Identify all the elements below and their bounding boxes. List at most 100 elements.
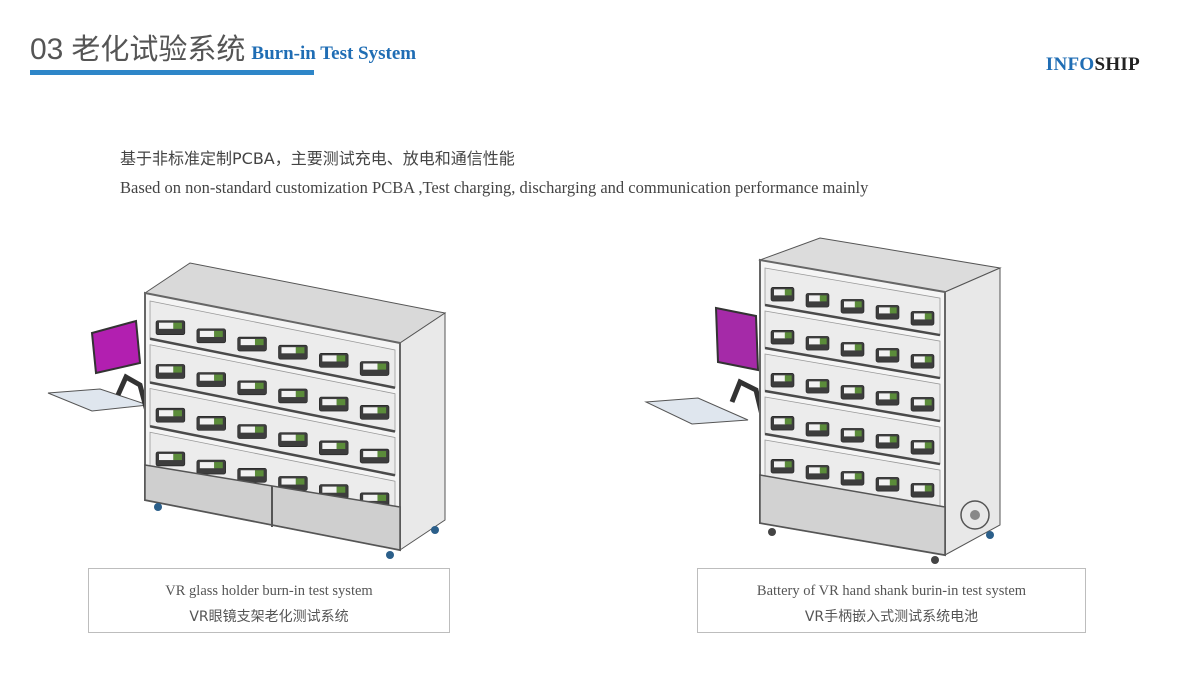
tray-device bbox=[774, 332, 786, 339]
tray-pcba bbox=[295, 347, 305, 354]
tray-device bbox=[363, 494, 378, 501]
tray-device bbox=[199, 374, 215, 381]
tray-pcba bbox=[924, 485, 932, 492]
tray-device bbox=[159, 453, 174, 461]
intro-chinese: 基于非标准定制PCBA，主要测试充电、放电和通信性能 bbox=[120, 149, 515, 168]
tray-pcba bbox=[295, 434, 305, 441]
tray-device bbox=[774, 289, 786, 296]
tray-pcba bbox=[889, 307, 897, 314]
brand-part-ship: SHIP bbox=[1094, 54, 1140, 75]
title-chinese: 老化试验系统 bbox=[71, 32, 246, 66]
tray-pcba bbox=[377, 407, 387, 414]
tray-pcba bbox=[924, 399, 932, 406]
tray-device bbox=[199, 462, 215, 469]
tray-device bbox=[844, 301, 856, 308]
shelf-rail bbox=[764, 303, 941, 337]
tray-device bbox=[809, 338, 821, 345]
tray-pcba bbox=[889, 350, 897, 357]
tray-device bbox=[240, 426, 256, 433]
caster-wheel bbox=[986, 531, 994, 539]
shelf-rail bbox=[764, 389, 941, 423]
tray-pcba bbox=[214, 462, 223, 469]
tray-pcba bbox=[924, 442, 932, 449]
caster-wheel bbox=[931, 556, 939, 564]
monitor-arm bbox=[729, 378, 765, 416]
tray-device bbox=[879, 479, 891, 486]
tray-device bbox=[363, 363, 378, 370]
tray-device bbox=[914, 485, 926, 492]
tray-device bbox=[240, 382, 256, 389]
tray-pcba bbox=[377, 363, 387, 370]
tray-pcba bbox=[295, 390, 305, 398]
tray-pcba bbox=[854, 301, 862, 308]
caption-right: Battery of VR hand shank burin-in test s… bbox=[697, 568, 1086, 633]
tray-device bbox=[774, 418, 786, 425]
tray-device bbox=[914, 313, 926, 320]
shelf-rail bbox=[149, 425, 396, 477]
caption-left-english: VR glass holder burn-in test system bbox=[165, 583, 373, 599]
tray-pcba bbox=[173, 410, 182, 417]
tray-device bbox=[281, 434, 296, 441]
tray-pcba bbox=[889, 479, 897, 486]
tray-pcba bbox=[173, 453, 182, 461]
tray-pcba bbox=[173, 322, 182, 329]
tray-device bbox=[363, 407, 378, 414]
tray-pcba bbox=[336, 486, 346, 493]
tray-pcba bbox=[254, 382, 264, 389]
tray-device bbox=[914, 399, 926, 406]
tray-pcba bbox=[784, 332, 792, 339]
page-title: 03 老化试验系统 Burn-in Test System bbox=[30, 26, 416, 68]
tray-device bbox=[322, 355, 337, 362]
title-english: Burn-in Test System bbox=[251, 43, 417, 64]
tray-pcba bbox=[784, 418, 792, 425]
tray-pcba bbox=[784, 289, 792, 296]
tray-device bbox=[844, 387, 856, 394]
tray-device bbox=[281, 478, 296, 485]
shelf-rail bbox=[764, 432, 941, 466]
tray-device bbox=[809, 424, 821, 431]
tray-device bbox=[199, 330, 215, 337]
shelf-rail bbox=[149, 337, 396, 389]
tray-device bbox=[879, 436, 891, 443]
tray-pcba bbox=[924, 356, 932, 363]
title-underline bbox=[30, 70, 314, 75]
tray-device bbox=[879, 350, 891, 357]
caption-right-chinese: VR手柄嵌入式测试系统电池 bbox=[804, 609, 979, 625]
tray-pcba bbox=[784, 461, 792, 468]
tray-pcba bbox=[336, 442, 346, 449]
tray-device bbox=[844, 344, 856, 351]
tray-pcba bbox=[924, 313, 932, 320]
tray-pcba bbox=[295, 478, 305, 485]
brand-part-info: INFO bbox=[1045, 54, 1095, 75]
caption-left-chinese: VR眼镜支架老化测试系统 bbox=[189, 609, 349, 625]
tray-pcba bbox=[336, 355, 346, 362]
caster-wheel bbox=[154, 503, 162, 511]
tray-pcba bbox=[854, 430, 862, 437]
tray-pcba bbox=[819, 295, 827, 302]
tray-device bbox=[159, 322, 174, 329]
tray-device bbox=[914, 356, 926, 363]
tray-device bbox=[322, 442, 337, 449]
figure-vr-glass-rack bbox=[40, 255, 460, 565]
tray-pcba bbox=[889, 436, 897, 443]
tray-device bbox=[774, 461, 786, 468]
tray-pcba bbox=[819, 467, 827, 474]
tray-device bbox=[844, 430, 856, 437]
rack-illustration-left bbox=[47, 262, 447, 559]
tray-pcba bbox=[336, 399, 346, 406]
tray-device bbox=[809, 381, 821, 388]
tray-device bbox=[199, 418, 215, 425]
tray-device bbox=[322, 486, 337, 493]
section-number: 03 bbox=[30, 33, 64, 66]
tray-device bbox=[774, 375, 786, 382]
tray-device bbox=[322, 399, 337, 406]
tray-pcba bbox=[784, 375, 792, 382]
shelf-rail bbox=[764, 346, 941, 380]
tray-device bbox=[281, 347, 296, 354]
tray-pcba bbox=[254, 470, 264, 477]
tray-device bbox=[240, 339, 256, 346]
tray-device bbox=[159, 366, 174, 373]
tray-device bbox=[844, 473, 856, 480]
tray-pcba bbox=[854, 344, 862, 351]
tray-device bbox=[809, 295, 821, 302]
